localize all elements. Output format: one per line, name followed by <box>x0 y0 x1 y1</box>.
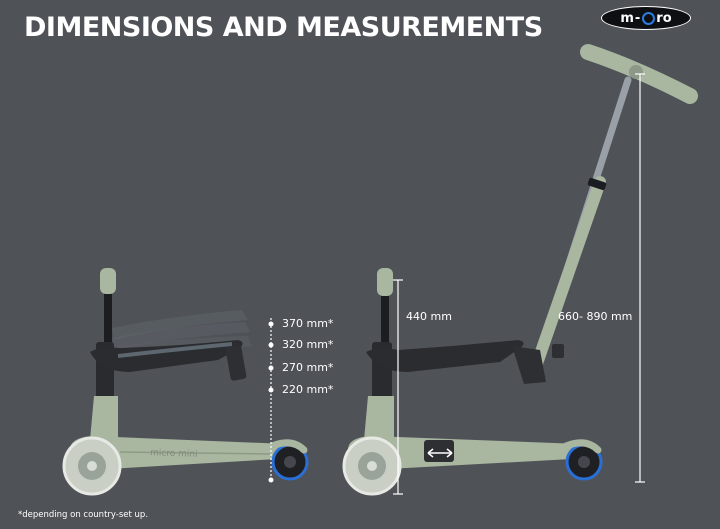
double-arrow-icon <box>427 448 453 458</box>
seat-column-height-label: 440 mm <box>406 310 452 323</box>
seat-height-320: 320 mm* <box>282 338 334 351</box>
handle-height-range-label: 660- 890 mm <box>558 310 633 323</box>
seat-height-220: 220 mm* <box>282 383 334 396</box>
right-scooter-icon <box>342 44 698 496</box>
seat-height-270: 270 mm* <box>282 361 334 374</box>
footnote: *depending on country-set up. <box>18 510 149 520</box>
page-title: DIMENSIONS AND MEASUREMENTS <box>24 12 543 43</box>
deck-brand-text: micro mini <box>149 448 198 460</box>
left-scooter-icon <box>62 268 309 496</box>
seat-height-370: 370 mm* <box>282 317 334 330</box>
